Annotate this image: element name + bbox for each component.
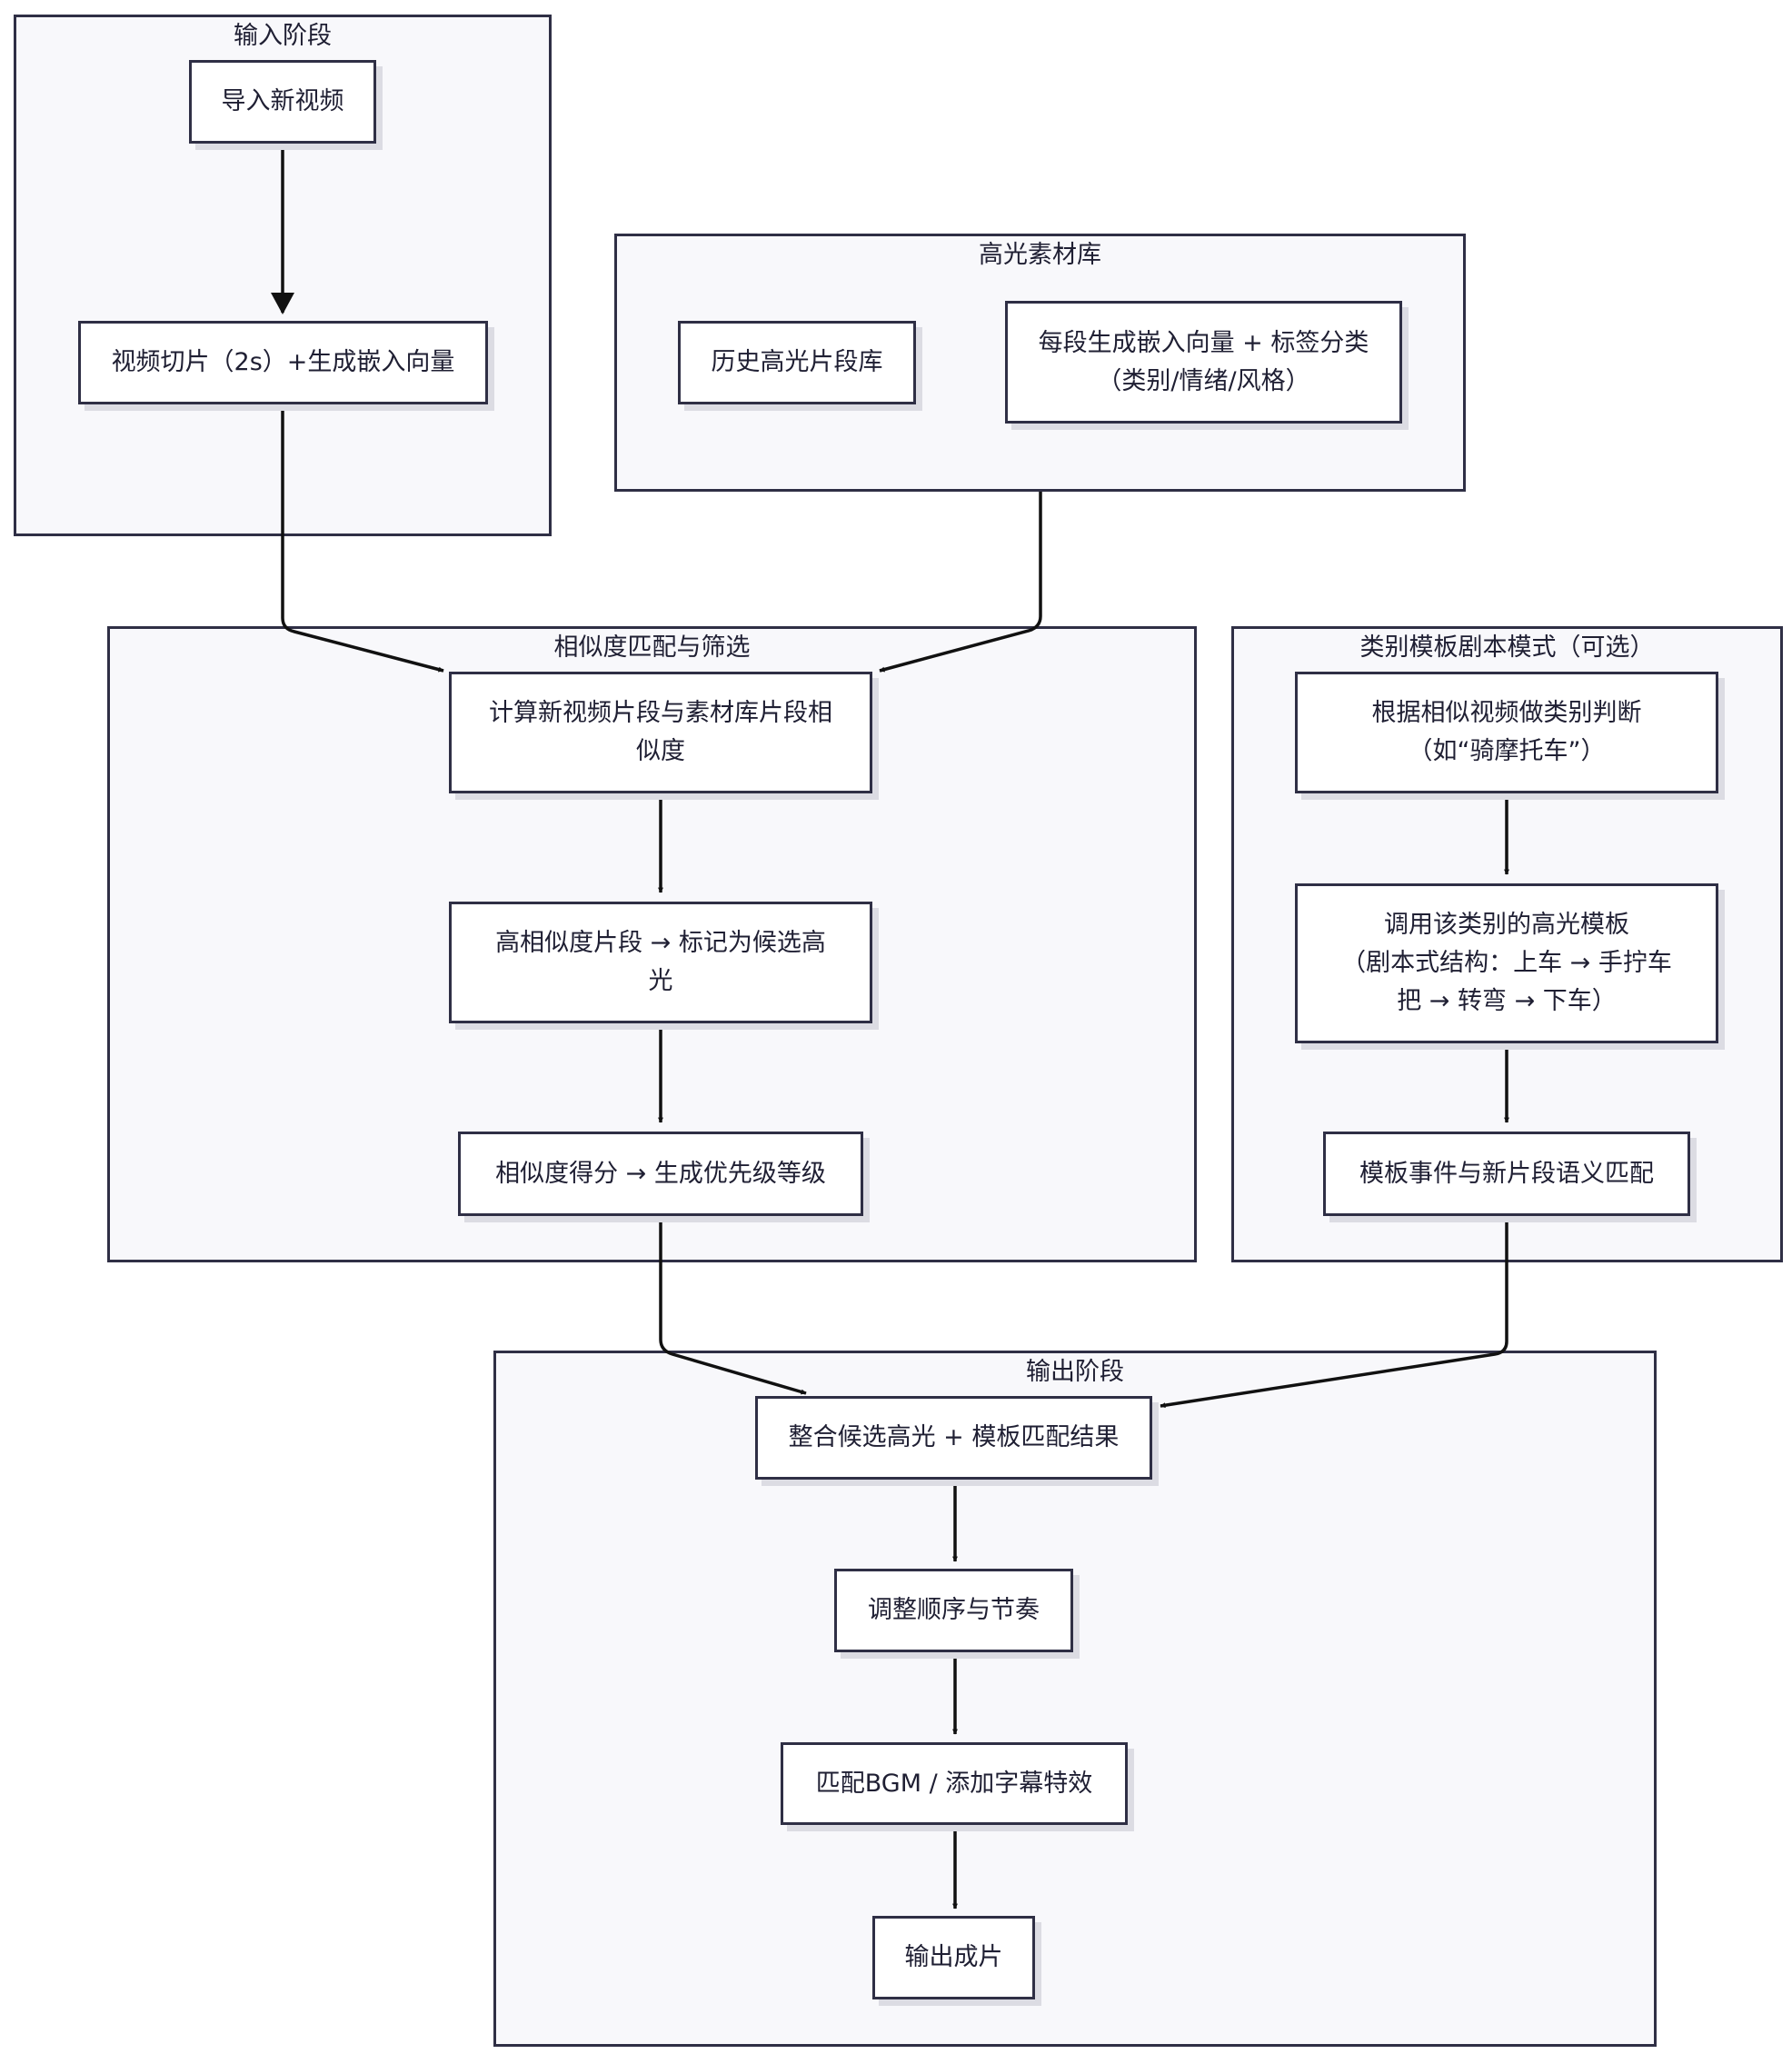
node-high-similarity-line2: 光: [648, 967, 673, 995]
node-template-match[interactable]: 模板事件与新片段语义匹配: [1323, 1132, 1690, 1216]
node-call-template-line3: 把 → 转弯 → 下车）: [1397, 987, 1617, 1015]
node-merge-results[interactable]: 整合候选高光 + 模板匹配结果: [755, 1396, 1152, 1480]
node-high-similarity-line1: 高相似度片段 → 标记为候选高: [495, 929, 826, 957]
node-merge-results-line1: 整合候选高光 + 模板匹配结果: [788, 1423, 1120, 1451]
node-category-judge-line2: （如“骑摩托车”）: [1408, 737, 1606, 765]
node-embed-tag-line1: 每段生成嵌入向量 + 标签分类: [1038, 328, 1369, 357]
node-similarity-score[interactable]: 相似度得分 → 生成优先级等级: [458, 1132, 863, 1216]
group-title-input-stage: 输入阶段: [234, 22, 332, 50]
node-output-video-line1: 输出成片: [904, 1943, 1003, 1971]
node-history-library[interactable]: 历史高光片段库: [678, 321, 916, 404]
node-adjust-order-line1: 调整顺序与节奏: [868, 1596, 1040, 1624]
node-call-template-line2: （剧本式结构：上车 → 手拧车: [1341, 949, 1672, 977]
node-output-video[interactable]: 输出成片: [872, 1916, 1035, 1999]
node-similarity-score-line1: 相似度得分 → 生成优先级等级: [495, 1159, 826, 1188]
node-category-judge[interactable]: 根据相似视频做类别判断 （如“骑摩托车”）: [1295, 672, 1718, 793]
group-title-similarity-matching: 相似度匹配与筛选: [553, 633, 751, 662]
group-title-output-stage: 输出阶段: [1026, 1358, 1124, 1386]
node-template-match-line1: 模板事件与新片段语义匹配: [1359, 1159, 1654, 1188]
node-embed-tag[interactable]: 每段生成嵌入向量 + 标签分类 （类别/情绪/风格）: [1005, 301, 1402, 424]
node-compute-similarity-line1: 计算新视频片段与素材库片段相: [489, 699, 832, 727]
node-slice-video-line1: 视频切片（2s）+生成嵌入向量: [111, 348, 455, 376]
node-match-bgm-line1: 匹配BGM / 添加字幕特效: [815, 1769, 1093, 1798]
node-compute-similarity[interactable]: 计算新视频片段与素材库片段相 似度: [449, 672, 872, 793]
node-compute-similarity-line2: 似度: [636, 737, 685, 765]
node-adjust-order[interactable]: 调整顺序与节奏: [834, 1569, 1073, 1652]
node-match-bgm[interactable]: 匹配BGM / 添加字幕特效: [781, 1742, 1128, 1825]
node-category-judge-line1: 根据相似视频做类别判断: [1371, 699, 1642, 727]
node-call-template[interactable]: 调用该类别的高光模板 （剧本式结构：上车 → 手拧车 把 → 转弯 → 下车）: [1295, 883, 1718, 1043]
node-call-template-line1: 调用该类别的高光模板: [1384, 911, 1629, 939]
node-slice-video[interactable]: 视频切片（2s）+生成嵌入向量: [78, 321, 488, 404]
node-history-library-line1: 历史高光片段库: [711, 348, 883, 376]
node-import-video[interactable]: 导入新视频: [189, 60, 376, 144]
group-title-category-template: 类别模板剧本模式（可选）: [1359, 633, 1655, 662]
node-import-video-line1: 导入新视频: [221, 87, 344, 115]
node-embed-tag-line2: （类别/情绪/风格）: [1097, 366, 1310, 395]
node-high-similarity[interactable]: 高相似度片段 → 标记为候选高 光: [449, 902, 872, 1023]
group-title-highlight-library: 高光素材库: [979, 241, 1101, 269]
